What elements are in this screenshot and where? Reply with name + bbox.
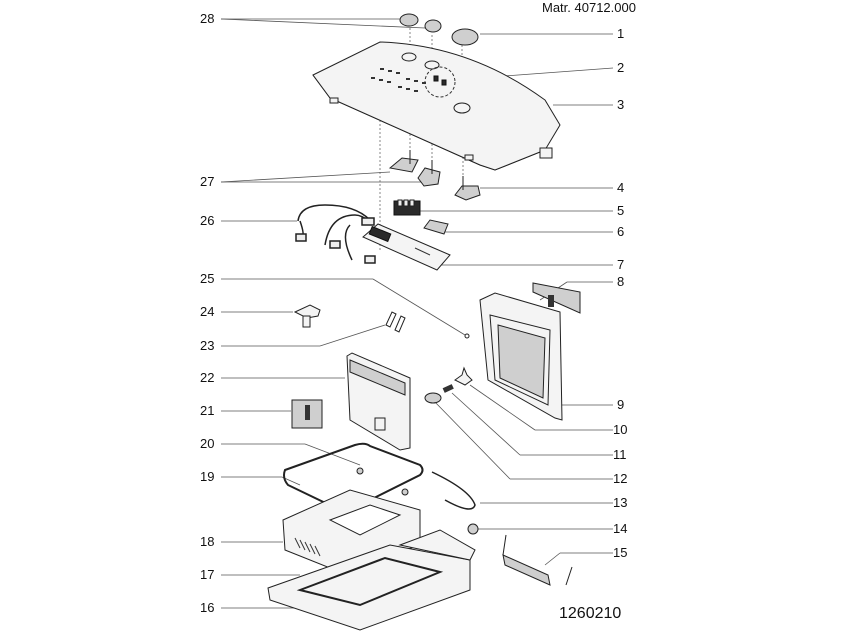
callout-16: 16	[200, 600, 215, 615]
base-frame-part	[267, 529, 476, 631]
label-plate-part	[423, 219, 449, 235]
push-button-block-part	[393, 199, 421, 216]
callout-5: 5	[617, 203, 625, 218]
door-frame-part	[479, 292, 563, 421]
callout-11: 11	[613, 447, 627, 462]
callout-24: 24	[200, 304, 215, 319]
wire-harness-part	[295, 204, 376, 264]
callout-12: 12	[613, 471, 628, 486]
callout-18: 18	[200, 534, 215, 549]
callout-2: 2	[617, 60, 625, 75]
clips-part	[385, 311, 406, 333]
callout-28: 28	[200, 11, 215, 26]
callout-15: 15	[613, 545, 628, 560]
callout-17: 17	[200, 567, 215, 582]
knob-large-part	[451, 28, 479, 46]
leader-lines	[220, 18, 614, 609]
callout-20: 20	[200, 436, 215, 451]
callout-25: 25	[200, 271, 215, 286]
callout-27: 27	[200, 174, 215, 189]
cable-tie-part	[431, 471, 476, 510]
callout-1: 1	[617, 26, 625, 41]
knob-bases-part	[388, 150, 441, 187]
knob-base-part	[454, 176, 481, 201]
material-number: Matr. 40712.000	[542, 0, 636, 15]
callout-26: 26	[200, 213, 215, 228]
callout-22: 22	[200, 370, 215, 385]
callout-10: 10	[613, 422, 628, 437]
knob-t-part	[293, 304, 321, 328]
latch-part	[454, 366, 473, 386]
latch-cap-part	[424, 392, 442, 404]
door-handle-part	[532, 282, 581, 314]
screw-part	[464, 333, 470, 339]
door-lock-part	[291, 399, 323, 429]
circuit-board-part	[362, 223, 451, 271]
spring-part	[442, 384, 454, 393]
callout-7: 7	[617, 257, 625, 272]
small-knobs-part	[399, 13, 442, 33]
callout-19: 19	[200, 469, 215, 484]
callout-23: 23	[200, 338, 215, 353]
callout-8: 8	[617, 274, 625, 289]
dispenser-housing-part	[346, 352, 411, 451]
drawing-number: 1260210	[559, 605, 622, 622]
callout-4: 4	[617, 180, 625, 195]
bracket-part	[502, 534, 573, 586]
gasket-upper-part	[283, 442, 424, 512]
control-panel-part	[312, 41, 561, 171]
callout-14: 14	[613, 521, 628, 536]
grommet-part	[467, 523, 479, 535]
callout-9: 9	[617, 397, 625, 412]
callout-3: 3	[617, 97, 625, 112]
callout-13: 13	[613, 495, 628, 510]
callout-6: 6	[617, 224, 625, 239]
callout-21: 21	[200, 403, 215, 418]
